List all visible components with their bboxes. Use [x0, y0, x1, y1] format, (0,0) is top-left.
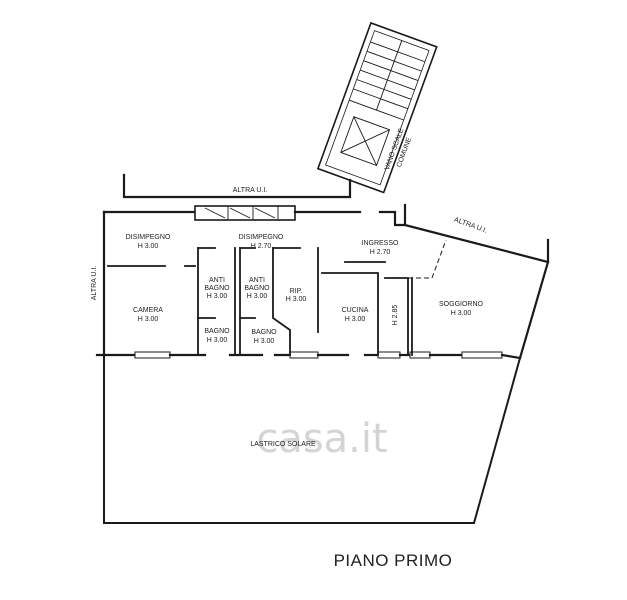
label-altra-ui-right: ALTRA U.I. [453, 216, 488, 234]
room-soggiorno-height: H 3.00 [451, 310, 472, 317]
room-anti-bagno-1-line2: BAGNO [204, 285, 230, 292]
room-disimpegno-center-name: DISIMPEGNO [239, 234, 284, 241]
room-bagno-1-height: H 3.00 [207, 337, 228, 344]
room-ingresso-height: H 2.70 [370, 249, 391, 256]
room-camera-height: H 3.00 [138, 316, 159, 323]
room-bagno-1-name: BAGNO [204, 328, 230, 335]
terrace-outline [103, 354, 522, 524]
room-disimpegno-left-height: H 3.00 [138, 243, 159, 250]
plan-title: PIANO PRIMO [334, 551, 453, 570]
room-soggiorno-name: SOGGIORNO [439, 301, 484, 308]
room-rip-name: RIP. [290, 288, 303, 295]
room-rip-height: H 3.00 [286, 296, 307, 303]
room-camera-name: CAMERA [133, 307, 163, 314]
label-h285: H 2.85 [392, 305, 399, 326]
room-bagno-2-name: BAGNO [251, 329, 277, 336]
room-ingresso-name: INGRESSO [362, 240, 400, 247]
watermark: casa.it [256, 416, 387, 462]
room-disimpegno-center-height: H 2.70 [251, 243, 272, 250]
room-labels: DISIMPEGNO H 3.00 DISIMPEGNO H 2.70 INGR… [126, 234, 484, 448]
room-cucina-height: H 3.00 [345, 316, 366, 323]
room-anti-bagno-2-line2: BAGNO [244, 285, 270, 292]
room-anti-bagno-2-height: H 3.00 [247, 293, 268, 300]
room-cucina-name: CUCINA [342, 307, 369, 314]
stair-steps [349, 40, 426, 121]
stair-landing-cross [340, 116, 391, 167]
stairwell [316, 21, 438, 194]
room-bagno-2-height: H 3.00 [254, 338, 275, 345]
interior-walls [107, 239, 447, 356]
label-altra-ui-top: ALTRA U.I. [233, 187, 268, 194]
room-anti-bagno-1-height: H 3.00 [207, 293, 228, 300]
room-anti-bagno-1-line1: ANTI [209, 277, 225, 284]
label-altra-ui-left: ALTRA U.I. [91, 266, 98, 301]
room-anti-bagno-2-line1: ANTI [249, 277, 265, 284]
room-disimpegno-left-name: DISIMPEGNO [126, 234, 171, 241]
room-lastrico-name: LASTRICO SOLARE [250, 441, 316, 448]
